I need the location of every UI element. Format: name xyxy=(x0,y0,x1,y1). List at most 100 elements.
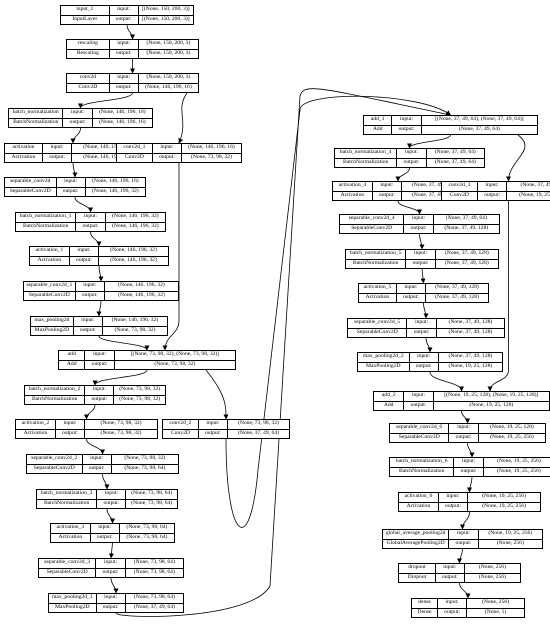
layer-type: SeparableConv2D xyxy=(46,569,88,576)
output-shape: (None, 37, 49, 64) xyxy=(237,430,279,437)
input-label: input: xyxy=(77,246,91,253)
output-label: output: xyxy=(79,327,96,334)
cell-divider xyxy=(37,498,97,500)
layer-type: Rescaling xyxy=(76,50,99,57)
layer-type: Activation xyxy=(406,503,431,510)
io-labels: input:output: xyxy=(90,524,120,542)
shape-values: (None, 19, 25, 128)(None, 19, 25, 256) xyxy=(478,423,545,442)
output-shape: (None, 73, 98, 32) xyxy=(119,396,161,403)
input-shape: (None, 146, 196, 32) xyxy=(110,246,157,253)
cell-divider xyxy=(25,394,85,396)
input-shape: (None, 19, 25, 128) xyxy=(489,423,534,430)
cell-divider xyxy=(114,394,165,396)
cell-divider xyxy=(24,290,75,292)
layer-type: MaxPooling2D xyxy=(366,363,401,370)
shape-values: (None, 256)(None, 256) xyxy=(464,564,520,582)
cell-divider xyxy=(102,325,167,327)
layer-type: BatchNormalization xyxy=(353,260,399,267)
edge-global-average-pooling2d-to-dropout xyxy=(457,548,463,564)
io-labels: input:output: xyxy=(82,455,112,473)
edge-activation-3-to-separable-conv2d-3 xyxy=(108,542,114,559)
output-shape: (None, 19, 25, 128) xyxy=(448,363,493,370)
input-shape: (None, 73, 98, 32) xyxy=(119,385,161,392)
cell-divider xyxy=(407,327,436,329)
edge-separable-conv2d-6-to-batch-normalization-6 xyxy=(467,442,475,458)
input-label: input: xyxy=(417,352,431,359)
cell-divider xyxy=(198,428,227,430)
layer-name: global_average_pooling2d xyxy=(385,529,446,536)
cell-divider xyxy=(51,532,90,534)
layer-name: add_2 xyxy=(381,391,396,398)
input-label: input: xyxy=(415,318,429,325)
cell-divider xyxy=(138,48,198,50)
output-shape: (None, 73, 98, 64) xyxy=(133,569,175,576)
layer-name: max_pooling2d_1 xyxy=(51,593,93,600)
cell-divider xyxy=(31,325,73,327)
cell-divider xyxy=(404,400,433,402)
cell-divider xyxy=(55,428,85,430)
io-labels: input:output: xyxy=(109,74,139,92)
input-label: input: xyxy=(446,492,460,499)
shape-values: (None, 37, 49, 64)(None, 37, 49, 64) xyxy=(401,182,463,200)
cell-divider xyxy=(477,190,507,192)
layer-type: Activation xyxy=(365,294,390,301)
io-labels: input:output: xyxy=(42,144,73,162)
cell-divider xyxy=(392,124,421,126)
cell-divider xyxy=(409,361,438,363)
cell-divider xyxy=(436,327,504,329)
edge-batch-normalization-2-to-activation-2 xyxy=(84,404,96,420)
output-label: output: xyxy=(413,329,430,336)
layer-type: Activation xyxy=(23,430,48,437)
io-labels: input:output: xyxy=(409,352,439,371)
cell-divider xyxy=(383,538,449,540)
layer-name: max_pooling2d_2 xyxy=(362,352,404,359)
output-label: output: xyxy=(103,500,120,507)
cell-divider xyxy=(425,292,488,294)
input-shape: (None, 19, 25, 256) xyxy=(488,529,533,536)
cell-divider xyxy=(125,602,183,604)
input-shape: (None, 256) xyxy=(482,598,510,605)
cell-divider xyxy=(104,290,178,292)
edge-separable-conv2d-3-to-max-pooling2d-1 xyxy=(110,577,119,594)
output-shape: [(None, 150, 200, 3)] xyxy=(142,16,190,23)
layer-type: SeparableConv2D xyxy=(28,292,70,299)
shape-values: (None, 73, 98, 32)(None, 73, 98, 32) xyxy=(85,420,157,438)
io-labels: input: output: xyxy=(407,318,437,337)
layer-name: activation_3 xyxy=(56,523,85,530)
output-label: output: xyxy=(398,126,415,133)
input-label: input: xyxy=(63,419,77,426)
output-label: output: xyxy=(115,84,132,91)
output-label: output: xyxy=(204,430,221,437)
output-shape: (None, 146, 196, 16) xyxy=(99,119,146,126)
layer-type: Activation xyxy=(340,192,365,199)
cell-divider xyxy=(82,463,111,465)
io-labels: input:output: xyxy=(97,490,127,508)
input-label: input: xyxy=(380,181,394,188)
shape-values: (None, 146, 196, 16)(None, 146, 196, 16) xyxy=(72,144,141,162)
input-label: input: xyxy=(64,177,78,184)
input-label: input: xyxy=(81,316,95,323)
input-shape: (None, 73, 98, 32) xyxy=(237,419,279,426)
output-label: output: xyxy=(62,430,78,437)
cell-divider xyxy=(374,400,404,402)
input-shape: (None, 73, 98, 32) xyxy=(124,454,166,461)
cell-divider xyxy=(426,157,484,159)
output-shape: (None, 73, 98, 64) xyxy=(124,465,166,472)
cell-divider xyxy=(96,567,125,569)
input-label: input: xyxy=(456,529,470,536)
layer-name: activation_2 xyxy=(21,419,50,426)
cell-divider xyxy=(49,602,96,604)
output-label: output: xyxy=(460,468,477,475)
layer-name: separable_conv2d_4 xyxy=(348,214,395,221)
